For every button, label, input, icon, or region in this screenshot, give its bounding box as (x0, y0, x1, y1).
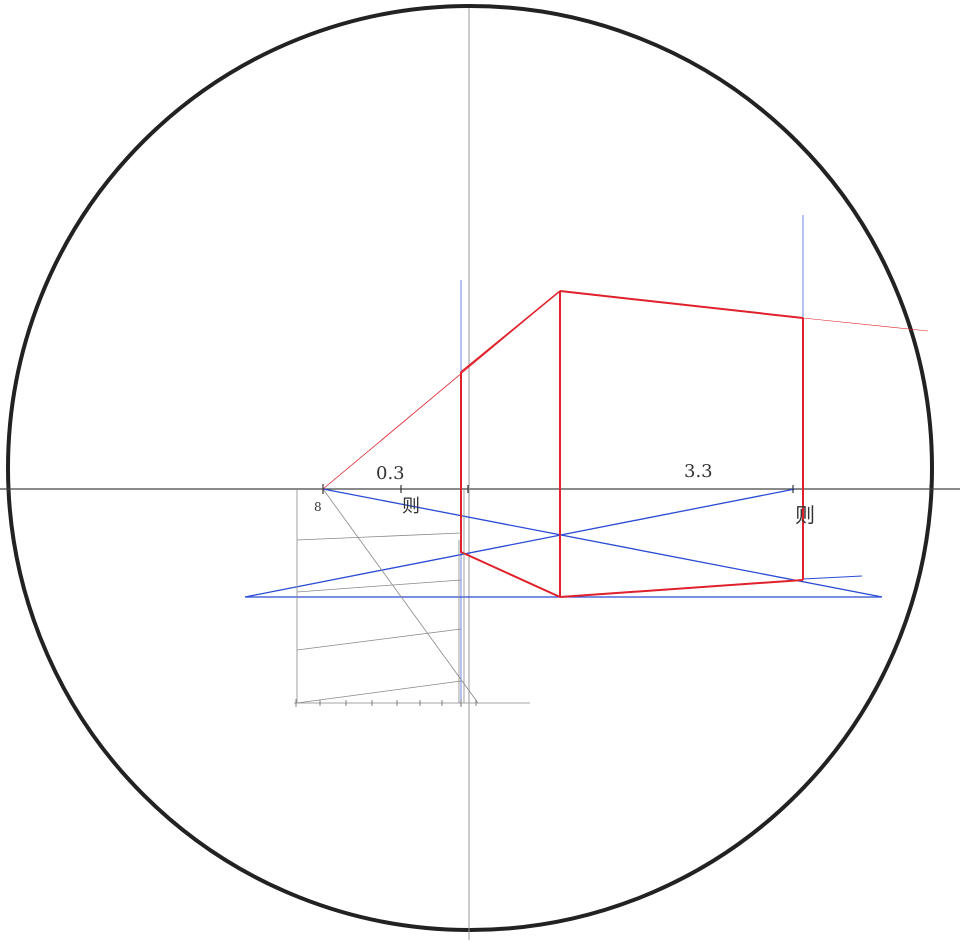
measuring-ticks (295, 699, 477, 707)
label-mark-right: 则 (795, 503, 815, 527)
label-vp-left: 8 (314, 500, 322, 514)
red-box-top-edge (559, 290, 804, 319)
red-box-left-top (460, 290, 561, 373)
label-near-left: 0.3 (376, 463, 405, 484)
blue-ground-line (802, 575, 863, 580)
horizon-ticks (7, 484, 931, 494)
blue-diagonal-1 (322, 488, 883, 598)
blue-diagonal-2 (244, 488, 796, 598)
red-box-bottom-edge (559, 579, 804, 598)
label-near-right: 3.3 (684, 461, 713, 482)
cone-of-vision-circle (6, 4, 934, 932)
red-box-left-face (460, 372, 561, 598)
red-guide-top-extension (802, 317, 929, 332)
pencil-measuring-grid (294, 488, 530, 704)
label-mark-left: 则 (402, 496, 420, 517)
